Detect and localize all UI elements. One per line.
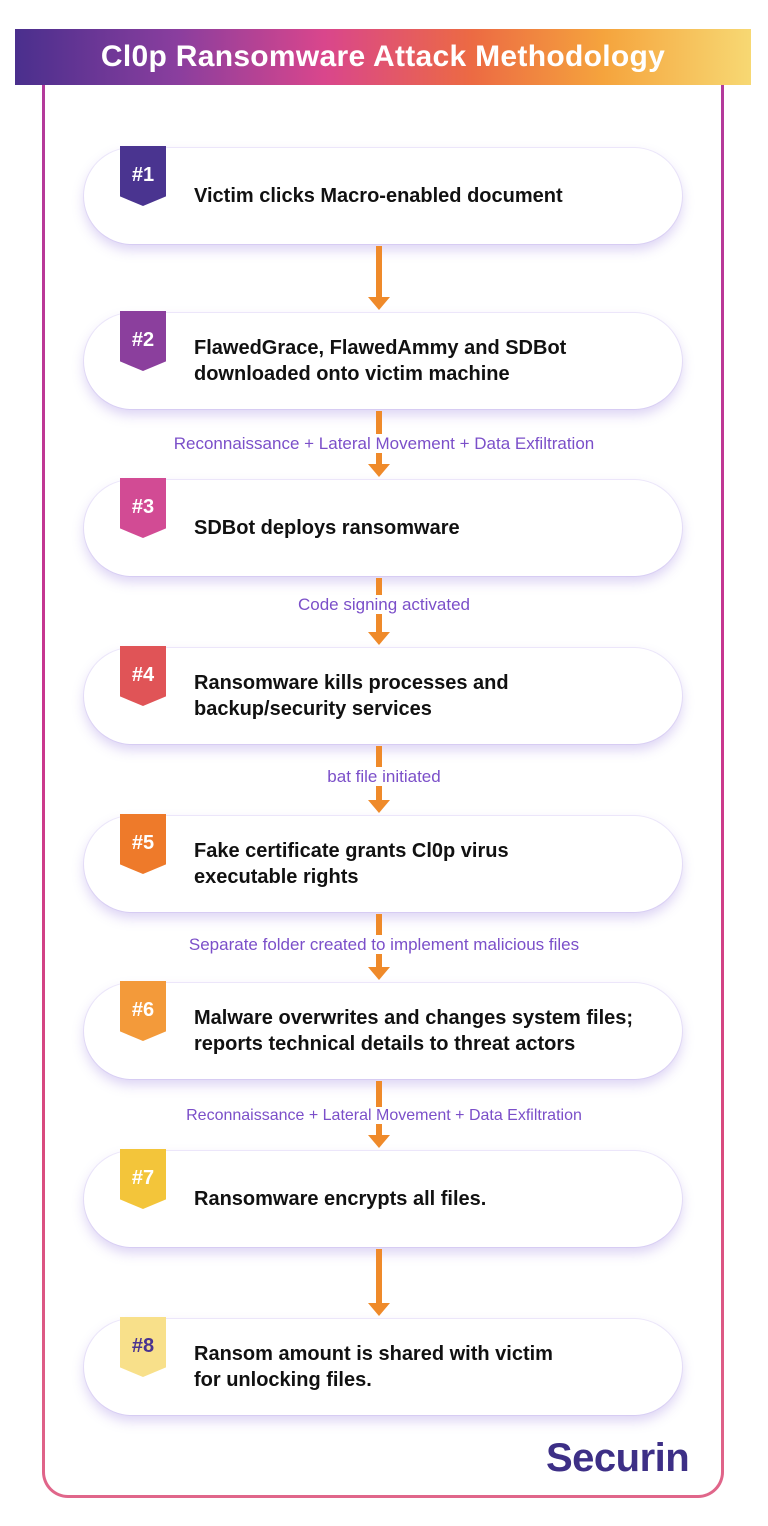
- step-card-1: #1 Victim clicks Macro-enabled document: [84, 146, 682, 244]
- step-text-5: Fake certificate grants Cl0p virus execu…: [194, 840, 509, 888]
- step-text-4: Ransomware kills processes and backup/se…: [194, 672, 509, 720]
- step-badge-3: #3: [120, 478, 166, 538]
- step-text-1: Victim clicks Macro-enabled document: [194, 185, 563, 207]
- step-badge-4: #4: [120, 646, 166, 706]
- connector-label-5: Separate folder created to implement mal…: [0, 935, 768, 955]
- step-badge-1: #1: [120, 146, 166, 206]
- step-badge-5: #5: [120, 814, 166, 874]
- step-card-7: #7 Ransomware encrypts all files.: [84, 1149, 682, 1247]
- step-card-2: #2 FlawedGrace, FlawedAmmy and SDBot dow…: [84, 311, 682, 409]
- step-card-5: #5 Fake certificate grants Cl0p virus ex…: [84, 814, 682, 912]
- step-card-6: #6 Malware overwrites and changes system…: [84, 981, 682, 1079]
- step-text-2: FlawedGrace, FlawedAmmy and SDBot downlo…: [194, 337, 567, 385]
- step-text-6: Malware overwrites and changes system fi…: [194, 1007, 634, 1055]
- connector-label-2: Reconnaissance + Lateral Movement + Data…: [0, 434, 768, 454]
- title-banner: Cl0p Ransomware Attack Methodology: [15, 29, 751, 85]
- page-title: Cl0p Ransomware Attack Methodology: [100, 40, 666, 73]
- step-badge-7: #7: [120, 1149, 166, 1209]
- step-badge-2: #2: [120, 311, 166, 371]
- step-text-3: SDBot deploys ransomware: [194, 517, 460, 539]
- flow-arrow-7: [368, 1249, 390, 1316]
- flow-arrow-1: [368, 246, 390, 310]
- connector-label-6: Reconnaissance + Lateral Movement + Data…: [0, 1107, 768, 1125]
- step-card-3: #3 SDBot deploys ransomware: [84, 478, 682, 576]
- step-badge-6: #6: [120, 981, 166, 1041]
- securin-logo: Securin: [546, 1436, 690, 1480]
- step-card-8: #8 Ransom amount is shared with victim f…: [84, 1317, 682, 1415]
- step-card-4: #4 Ransomware kills processes and backup…: [84, 646, 682, 744]
- step-badge-8: #8: [120, 1317, 166, 1377]
- connector-label-3: Code signing activated: [0, 595, 768, 615]
- connector-label-4: bat file initiated: [0, 767, 768, 787]
- step-text-7: Ransomware encrypts all files.: [194, 1188, 487, 1210]
- step-text-8: Ransom amount is shared with victim for …: [194, 1343, 553, 1391]
